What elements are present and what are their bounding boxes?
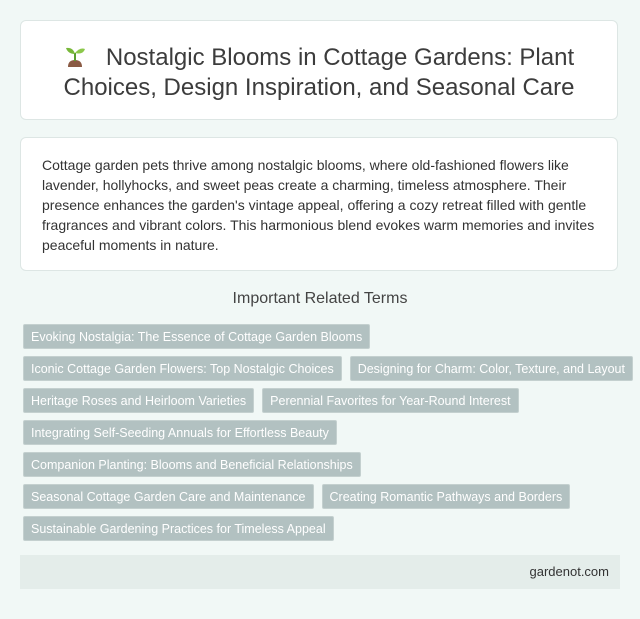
- related-term-tag[interactable]: Sustainable Gardening Practices for Time…: [23, 516, 334, 541]
- related-terms-list: Evoking Nostalgia: The Essence of Cottag…: [23, 324, 633, 548]
- sprout-icon: [65, 47, 85, 67]
- title-text: Nostalgic Blooms in Cottage Gardens: Pla…: [63, 44, 575, 101]
- related-term-tag[interactable]: Heritage Roses and Heirloom Varieties: [23, 388, 255, 413]
- related-term-tag[interactable]: Seasonal Cottage Garden Care and Mainten…: [23, 484, 314, 509]
- related-terms-heading: Important Related Terms: [232, 290, 408, 307]
- related-term-tag[interactable]: Creating Romantic Pathways and Borders: [321, 484, 571, 509]
- description-text: Cottage garden pets thrive among nostalg…: [42, 157, 595, 253]
- title-card: Nostalgic Blooms in Cottage Gardens: Pla…: [20, 20, 618, 120]
- related-term-tag[interactable]: Companion Planting: Blooms and Beneficia…: [23, 452, 361, 477]
- related-term-tag[interactable]: Perennial Favorites for Year-Round Inter…: [262, 388, 519, 413]
- related-term-tag[interactable]: Designing for Charm: Color, Texture, and…: [349, 356, 633, 381]
- page-title: Nostalgic Blooms in Cottage Gardens: Pla…: [21, 43, 617, 103]
- related-term-tag[interactable]: Iconic Cottage Garden Flowers: Top Nosta…: [23, 356, 342, 381]
- site-link[interactable]: gardenot.com: [529, 564, 610, 579]
- footer: gardenot.com: [20, 555, 620, 589]
- related-term-tag[interactable]: Evoking Nostalgia: The Essence of Cottag…: [23, 324, 371, 349]
- related-term-tag[interactable]: Integrating Self-Seeding Annuals for Eff…: [23, 420, 337, 445]
- description-card: Cottage garden pets thrive among nostalg…: [20, 137, 618, 271]
